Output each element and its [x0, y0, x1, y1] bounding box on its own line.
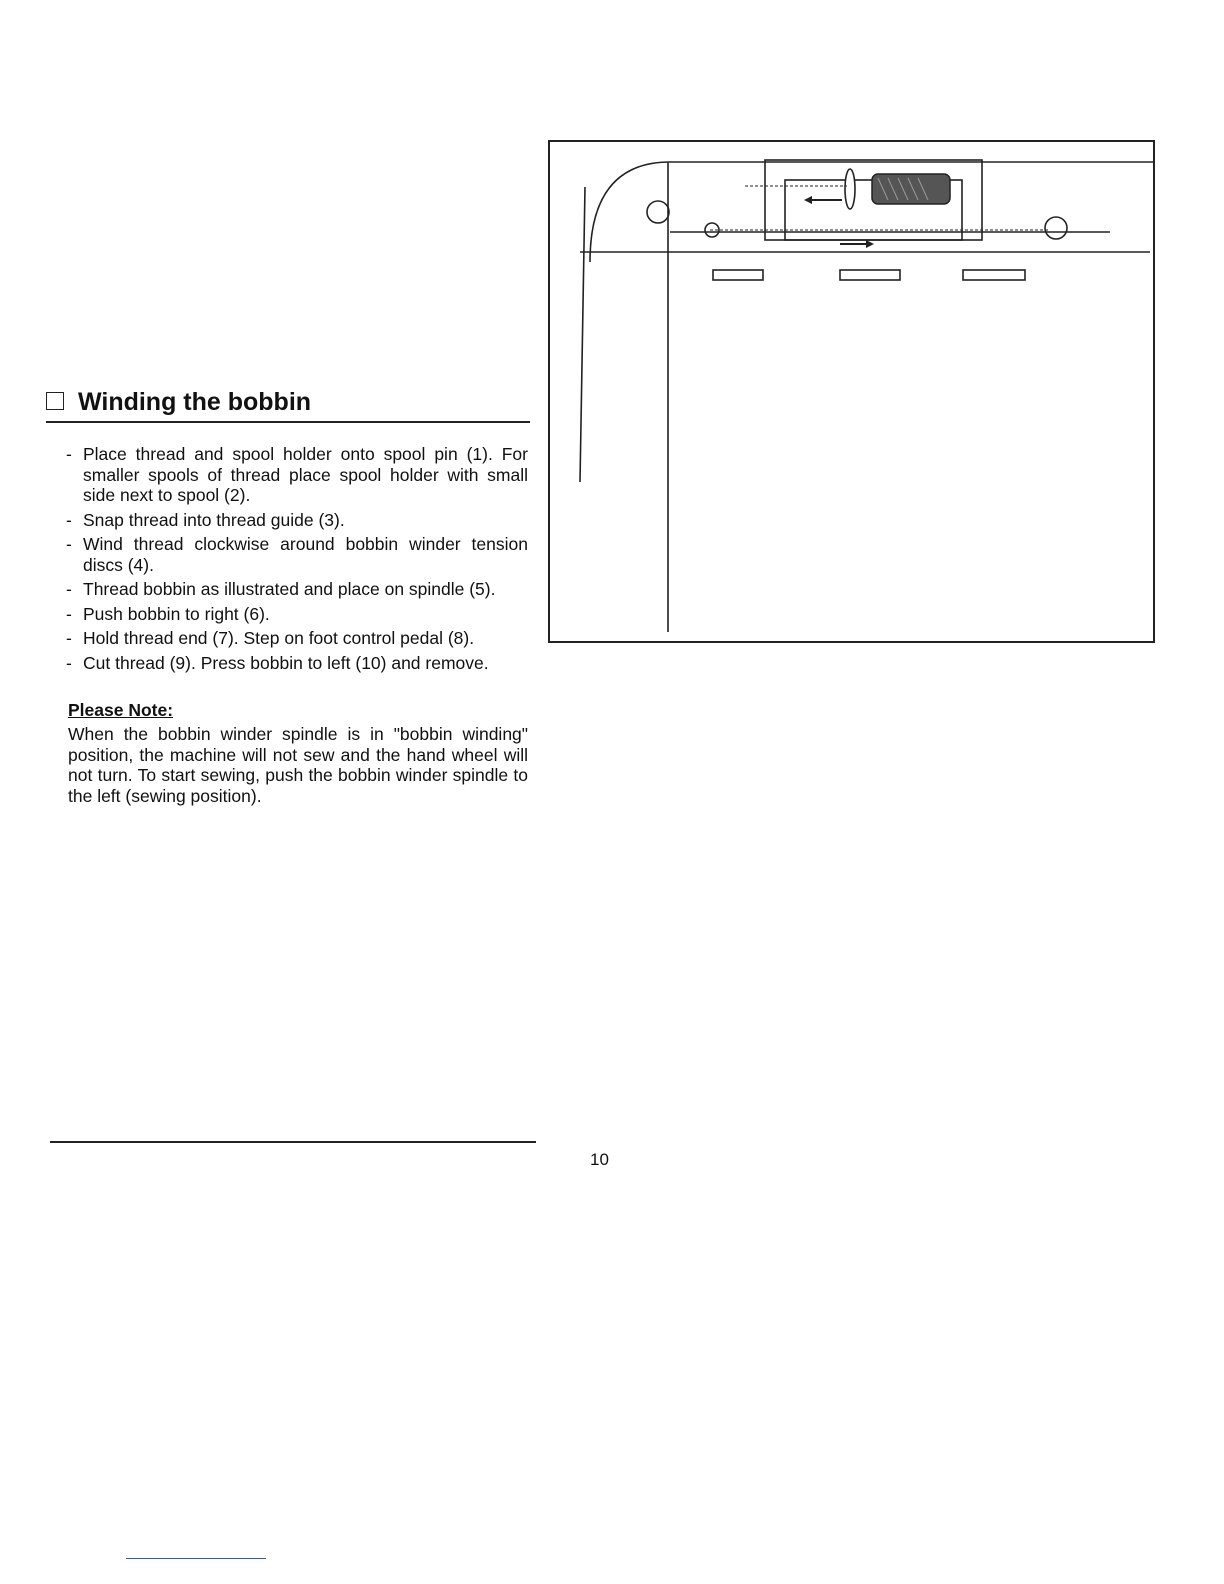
footer-line: [126, 1558, 266, 1559]
instruction-step: Hold thread end (7). Step on foot contro…: [66, 628, 528, 649]
instruction-list: Place thread and spool holder onto spool…: [66, 444, 528, 677]
section-title: Winding the bobbin: [78, 388, 312, 416]
title-divider: [46, 421, 530, 423]
instruction-step: Cut thread (9). Press bobbin to left (10…: [66, 653, 528, 674]
bottom-divider: [50, 1141, 536, 1143]
instruction-step: Wind thread clockwise around bobbin wind…: [66, 534, 528, 575]
instruction-step: Thread bobbin as illustrated and place o…: [66, 579, 528, 600]
instruction-step: Place thread and spool holder onto spool…: [66, 444, 528, 506]
section-checkbox-icon: [46, 392, 64, 410]
note-body: When the bobbin winder spindle is in "bo…: [68, 724, 528, 806]
page-number: 10: [590, 1150, 609, 1169]
machine-overview-illustration: [548, 140, 1155, 643]
note-heading: Please Note:: [68, 700, 174, 720]
instruction-step: Snap thread into thread guide (3).: [66, 510, 528, 531]
instruction-step: Push bobbin to right (6).: [66, 604, 528, 625]
machine-overview-illustration-drawing: [579, 159, 1153, 632]
